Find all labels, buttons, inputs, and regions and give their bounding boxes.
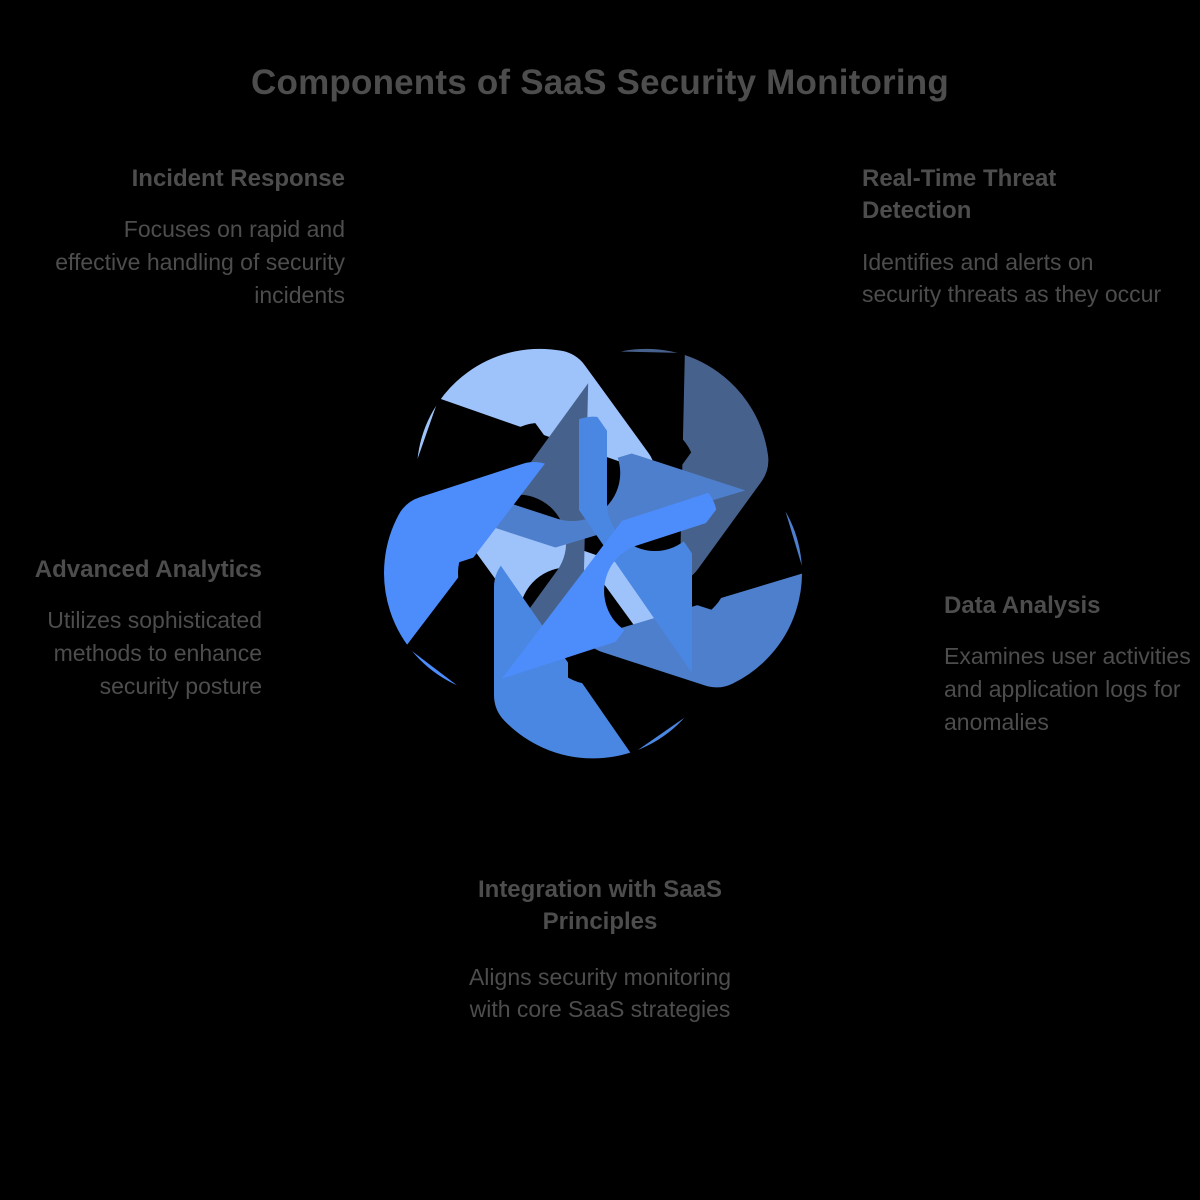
component-heading: Advanced Analytics — [34, 556, 262, 583]
component-heading: Real-Time Threat Detection — [862, 165, 1057, 225]
component-description: Identifies and alerts on security threat… — [862, 248, 1162, 308]
component-heading: Incident Response — [131, 165, 345, 192]
component-heading: Integration with SaaS Principles — [477, 876, 723, 936]
component-description: Focuses on rapid and effective handling … — [55, 216, 345, 308]
page-title: Components of SaaS Security Monitoring — [251, 63, 949, 102]
component-integration-with-saas-principles: Integration with SaaS Principles Aligns … — [450, 874, 750, 1026]
component-heading: Data Analysis — [944, 592, 1101, 619]
component-advanced-analytics: Advanced Analytics Utilizes sophisticate… — [0, 554, 262, 702]
component-real-time-threat-detection: Real-Time Threat Detection Identifies an… — [862, 163, 1162, 311]
component-description: Utilizes sophisticated methods to enhanc… — [47, 607, 262, 699]
component-description: Examines user activities and application… — [944, 643, 1191, 735]
component-incident-response: Incident Response Focuses on rapid and e… — [40, 163, 345, 311]
interlocking-knot-graphic — [258, 225, 928, 865]
component-data-analysis: Data Analysis Examines user activities a… — [944, 590, 1200, 738]
component-description: Aligns security monitoring with core Saa… — [468, 963, 732, 1023]
